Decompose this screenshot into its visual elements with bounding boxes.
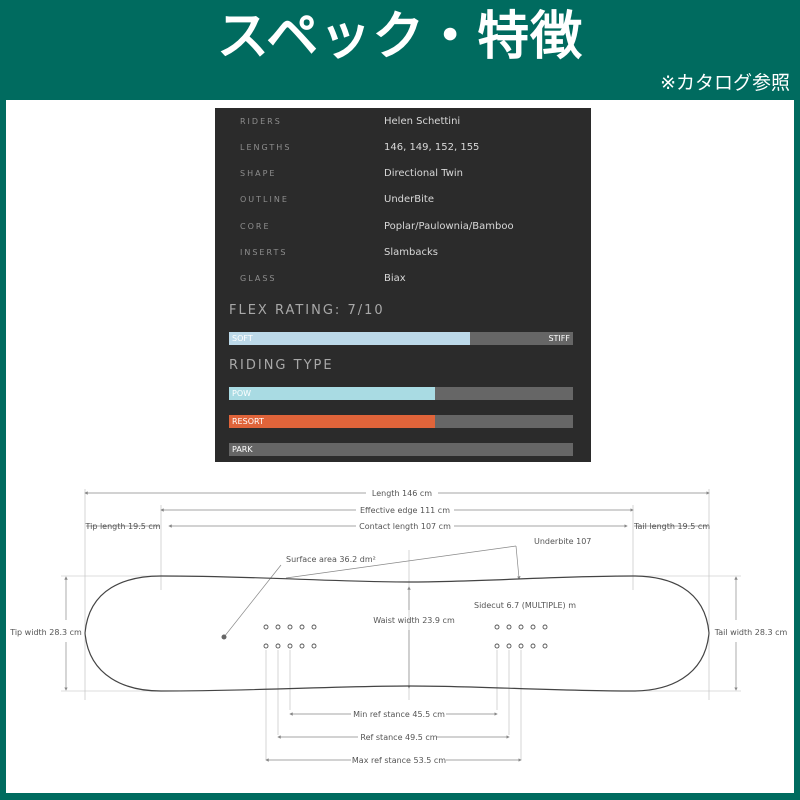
spec-value: Poplar/Paulownia/Bamboo xyxy=(384,221,514,232)
flex-rating-bar: SOFT STIFF xyxy=(229,332,573,345)
tip-length-label: Tip length 19.5 cm xyxy=(84,522,160,531)
tail-length-label: Tail length 19.5 cm xyxy=(633,522,710,531)
spec-row-inserts: INSERTS Slambacks xyxy=(215,240,591,266)
spec-label: OUTLINE xyxy=(240,195,289,204)
flex-stiff-label: STIFF xyxy=(548,334,570,343)
tail-width-label: Tail width 28.3 cm xyxy=(714,628,788,637)
spec-label: RIDERS xyxy=(240,117,282,126)
waist-width-label: Waist width 23.9 cm xyxy=(373,616,455,625)
flex-soft-label: SOFT xyxy=(232,334,253,343)
spec-row-shape: SHAPE Directional Twin xyxy=(215,161,591,187)
spec-value: 146, 149, 152, 155 xyxy=(384,142,480,153)
spec-row-riders: RIDERS Helen Schettini xyxy=(215,109,591,135)
riding-label-pow: POW xyxy=(232,389,252,398)
riding-bar-pow: POW xyxy=(229,387,573,400)
spec-label: GLASS xyxy=(240,274,277,283)
riding-bar-resort: RESORT xyxy=(229,415,573,428)
page-title: スペック・特徴 xyxy=(216,7,584,67)
riding-fill-pow xyxy=(229,387,436,400)
riding-label-resort: RESORT xyxy=(232,417,264,426)
spec-label: CORE xyxy=(240,222,271,231)
spec-value: Helen Schettini xyxy=(384,116,461,127)
spec-label: LENGTHS xyxy=(240,143,292,152)
spec-row-outline: OUTLINE UnderBite xyxy=(215,187,591,213)
sidecut-label: Sidecut 6.7 (MULTIPLE) m xyxy=(474,601,576,610)
underbite-label: Underbite 107 xyxy=(534,537,591,546)
catalog-note: ※カタログ参照 xyxy=(660,72,790,94)
spec-row-lengths: LENGTHS 146, 149, 152, 155 xyxy=(215,135,591,161)
flex-rating-heading: FLEX RATING: 7/10 xyxy=(229,303,385,318)
min-ref-stance-label: Min ref stance 45.5 cm xyxy=(353,710,445,719)
tip-width-label: Tip width 28.3 cm xyxy=(9,628,82,637)
riding-bar-park: PARK xyxy=(229,443,573,456)
spec-value: Biax xyxy=(384,273,406,284)
riding-label-park: PARK xyxy=(232,445,253,454)
content-area: RIDERS Helen Schettini LENGTHS 146, 149,… xyxy=(6,100,794,793)
length-label: Length 146 cm xyxy=(372,489,432,498)
flex-rating-fill xyxy=(229,332,470,345)
spec-row-core: CORE Poplar/Paulownia/Bamboo xyxy=(215,214,591,240)
board-diagram-svg: Length 146 cm Effective edge 111 cm Cont… xyxy=(9,489,788,765)
spec-panel: RIDERS Helen Schettini LENGTHS 146, 149,… xyxy=(215,108,591,462)
contact-length-label: Contact length 107 cm xyxy=(359,522,451,531)
effective-edge-label: Effective edge 111 cm xyxy=(360,506,450,515)
board-dimension-diagram: Length 146 cm Effective edge 111 cm Cont… xyxy=(6,470,794,793)
surface-area-label: Surface area 36.2 dm² xyxy=(286,555,376,564)
spec-value: Slambacks xyxy=(384,247,438,258)
riding-fill-resort xyxy=(229,415,436,428)
spec-row-glass: GLASS Biax xyxy=(215,266,591,292)
riding-type-heading: RIDING TYPE xyxy=(229,358,334,373)
spec-value: UnderBite xyxy=(384,194,434,205)
spec-value: Directional Twin xyxy=(384,168,464,179)
spec-label: INSERTS xyxy=(240,248,288,257)
spec-label: SHAPE xyxy=(240,169,277,178)
max-ref-stance-label: Max ref stance 53.5 cm xyxy=(352,756,446,765)
header-banner: スペック・特徴 ※カタログ参照 xyxy=(0,0,800,100)
ref-stance-label: Ref stance 49.5 cm xyxy=(360,733,437,742)
